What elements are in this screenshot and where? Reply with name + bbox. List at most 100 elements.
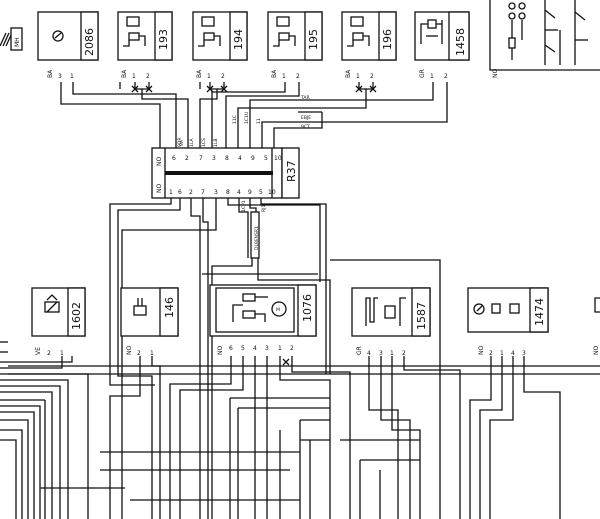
svg-text:5: 5 [259,189,263,196]
component-195: 195 BA 1 2 [267,11,323,80]
svg-text:NO: NO [156,184,163,193]
svg-text:9A: 9A [179,139,185,146]
svg-text:9CT: 9CT [301,124,310,130]
svg-text:8: 8 [225,155,229,162]
svg-text:4: 4 [238,155,242,162]
svg-text:1CP1: 1CP1 [241,200,247,212]
svg-text:2: 2 [290,345,294,352]
svg-text:NO: NO [126,346,133,355]
mh-tag-label: MH [14,37,21,47]
svg-text:VE: VE [35,347,42,355]
svg-text:1602: 1602 [70,302,83,330]
mh-tag: MH [0,27,23,51]
svg-text:BA: BA [345,69,352,78]
svg-text:1C1U: 1C1U [244,112,250,124]
svg-text:1: 1 [207,73,211,80]
svg-text:1587: 1587 [415,302,428,330]
svg-text:7: 7 [199,155,203,162]
svg-text:BA: BA [47,69,54,78]
svg-text:6: 6 [172,155,176,162]
svg-text:1076: 1076 [301,294,314,322]
svg-text:3: 3 [522,350,526,357]
component-1076: M 1076 NO 6 5 4 3 1 2 [209,284,317,355]
svg-text:3: 3 [212,155,216,162]
svg-text:BA: BA [121,69,128,78]
svg-text:11: 11 [256,118,262,124]
svg-text:2: 2 [146,73,150,80]
svg-text:1: 1 [390,350,394,357]
sensor-icon [52,30,64,42]
svg-text:11C: 11C [232,115,238,124]
svg-text:1: 1 [60,350,64,357]
svg-text:193: 193 [157,29,170,50]
square-icon [491,303,501,314]
svg-text:2: 2 [221,73,225,80]
svg-text:1458: 1458 [454,28,467,56]
svg-text:1: 1 [169,189,173,196]
svg-text:146: 146 [163,297,176,318]
r37-top-wire-labels: 9A 9DR 1LA 1CS 1LB 11C 1C1U 11 [177,112,262,147]
svg-text:BA: BA [271,69,278,78]
svg-text:2: 2 [296,73,300,80]
light-icon [350,16,364,27]
component-1602: 1602 VE 2 1 [31,287,86,357]
light-icon [276,16,290,27]
component-194: 194 BA 1 2 [192,11,248,80]
svg-text:BA: BA [196,69,203,78]
svg-text:5: 5 [241,345,245,352]
switch-panel: NO [489,0,600,78]
svg-text:2: 2 [489,350,493,357]
component-1458: 1458 GR 1 2 [414,11,470,80]
svg-text:1LB: 1LB [213,139,219,147]
motor-icon [271,301,287,317]
svg-text:1: 1 [356,73,360,80]
svg-text:1: 1 [278,345,282,352]
svg-text:NO: NO [492,69,499,78]
svg-text:1: 1 [70,73,74,80]
svg-text:NO: NO [478,346,485,355]
component-1587: 1587 GR 4 3 1 2 [351,287,431,357]
light-icon [201,16,215,27]
svg-text:9DR: 9DR [177,138,183,147]
svg-text:3: 3 [58,73,62,80]
component-2086: 2086 BA 3 1 [37,11,99,80]
svg-text:2: 2 [370,73,374,80]
svg-text:GR: GR [419,69,426,78]
svg-text:3: 3 [265,345,269,352]
svg-text:1: 1 [282,73,286,80]
svg-text:196: 196 [381,29,394,50]
svg-text:1474: 1474 [533,298,546,326]
gauge-icon [473,303,485,315]
svg-text:M: M [276,307,280,313]
svg-text:NO: NO [156,157,163,166]
svg-text:2: 2 [402,350,406,357]
relay-icon [242,310,256,319]
coil-icon [352,32,364,41]
light-icon [126,16,140,27]
svg-text:6: 6 [229,345,233,352]
svg-text:1: 1 [132,73,136,80]
switch-icon [242,293,256,302]
svg-text:3: 3 [379,350,383,357]
svg-text:1LA: 1LA [189,138,195,147]
relay-icon [427,19,437,29]
component-146: 146 NO 2 1 [120,287,179,357]
bottom-wiring [0,341,600,519]
svg-text:10: 10 [268,189,276,196]
svg-text:3: 3 [214,189,218,196]
svg-text:NO: NO [217,346,224,355]
resistor-icon [384,305,396,319]
svg-text:EBJE: EBJE [301,115,311,121]
component-2086-id: 2086 [83,28,96,56]
svg-text:2: 2 [444,73,448,80]
r37-label: R37 [285,160,298,182]
svg-text:4: 4 [511,350,515,357]
svg-text:10: 10 [274,155,282,162]
svg-text:5: 5 [264,155,268,162]
svg-text:1: 1 [150,350,154,357]
coil-icon [128,32,140,41]
coil-icon [203,32,215,41]
svg-text:9: 9 [251,155,255,162]
coil-icon [278,32,290,41]
